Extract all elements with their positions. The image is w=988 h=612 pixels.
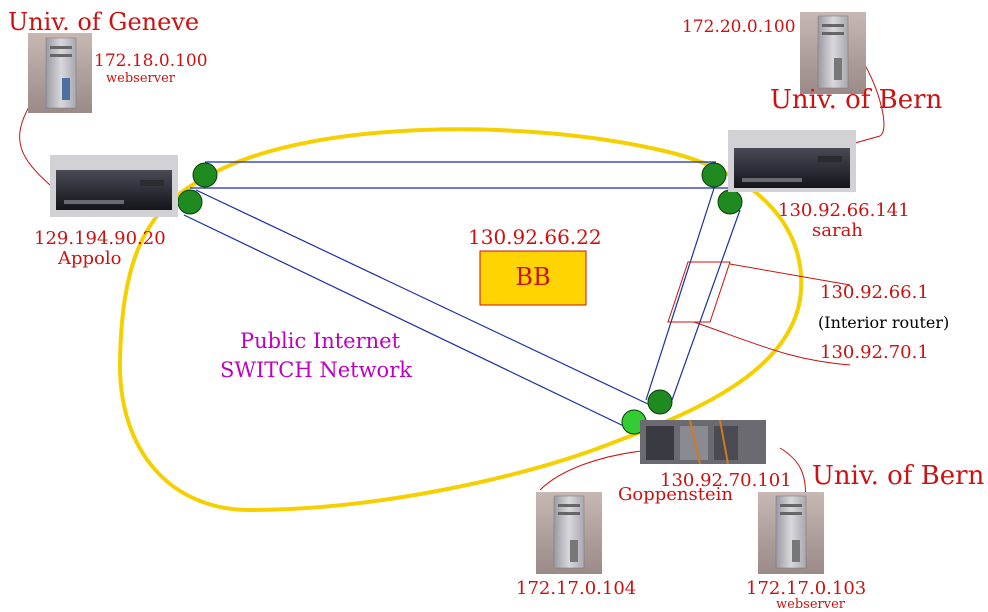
geneve-ip: 172.18.0.100 [94, 51, 208, 71]
cloud-label-line2: SWITCH Network [220, 358, 412, 382]
host-103-pc-photo [758, 492, 824, 574]
host-103-ip: 172.17.0.103 [746, 578, 866, 599]
sarah-ip: 130.92.66.141 [778, 200, 910, 221]
host-104-ip: 172.17.0.104 [516, 578, 636, 599]
public-internet-cloud-outline [117, 127, 804, 513]
bb-label: BB [515, 263, 550, 291]
goppenstein-name: Goppenstein [618, 484, 733, 505]
geneve-role: webserver [106, 71, 176, 86]
bern-top-ip: 172.20.0.100 [682, 17, 796, 37]
interior-router-caption: (Interior router) [818, 313, 949, 332]
node-sarah-a [701, 162, 727, 188]
node-sarah-b [717, 189, 743, 215]
tunnel-endpoints [177, 162, 743, 435]
bern-bottom-title: Univ. of Bern [812, 461, 985, 491]
goppenstein-router-photo [640, 419, 766, 465]
appolo-name: Appolo [57, 248, 121, 269]
interior-router-ip-a: 130.92.66.1 [820, 282, 929, 303]
sarah-router-photo [728, 130, 856, 192]
cloud-label-line1: Public Internet [240, 329, 401, 353]
node-gopp-a [647, 389, 673, 415]
geneve-title: Univ. of Geneve [8, 8, 199, 36]
node-appolo-a [192, 162, 218, 188]
host-104-pc-photo [536, 492, 602, 574]
appolo-router-photo [50, 155, 178, 217]
tunnel-appolo-sarah [190, 161, 730, 189]
geneve-webserver-photo [28, 33, 92, 113]
tunnel-appolo-goppenstein [183, 189, 651, 431]
bern-top-pc-photo [800, 12, 866, 94]
bern-top-title: Univ. of Bern [770, 85, 943, 115]
goppenstein-ip: 130.92.70.101 [660, 470, 792, 491]
tunnel-sarah-goppenstein [645, 181, 741, 401]
interior-router-shape [667, 261, 731, 323]
sarah-name: sarah [812, 220, 863, 241]
interior-router-ip-b: 130.92.70.1 [820, 342, 929, 363]
bb-ip: 130.92.66.22 [468, 225, 602, 249]
node-appolo-b [177, 189, 203, 215]
host-103-role: webserver [776, 597, 846, 612]
appolo-ip: 129.194.90.20 [34, 228, 166, 249]
bb-box [479, 250, 587, 306]
